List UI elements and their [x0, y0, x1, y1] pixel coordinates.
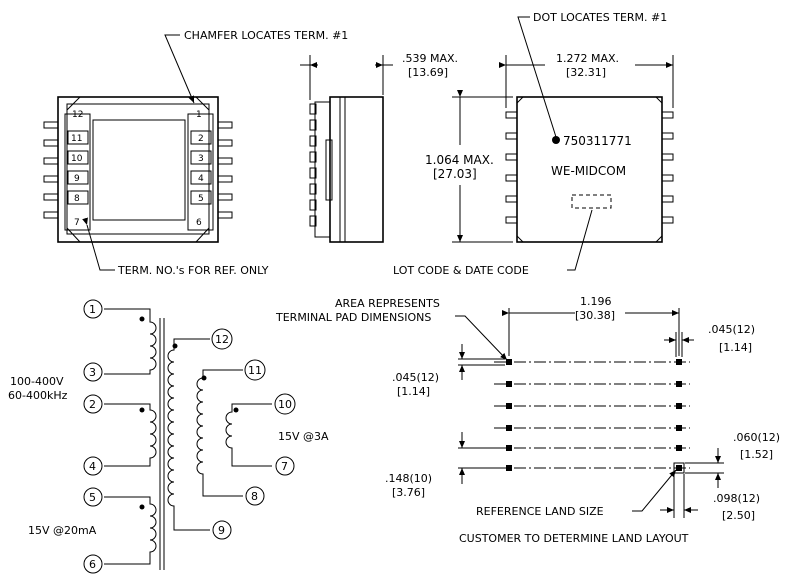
top-width-mm: [32.31]: [566, 66, 606, 79]
input-voltage: 100-400V: [10, 375, 64, 388]
bottom-view-core: [92, 119, 186, 221]
reference-land-note: REFERENCE LAND SIZE: [476, 505, 604, 518]
land-span-in: 1.196: [580, 295, 612, 308]
area-note-1: AREA REPRESENTS: [335, 297, 440, 310]
bottom-view-outline: [57, 96, 219, 243]
bottom-view-inner: [66, 103, 210, 235]
side-view-body: [329, 96, 384, 243]
schematic-pin-label: 1: [89, 303, 96, 316]
land-pads: [506, 359, 682, 471]
pad-height-in: .045(12): [392, 371, 439, 384]
schematic-pin-label: 11: [248, 364, 262, 377]
pad-width-mm: [1.14]: [719, 341, 752, 354]
ref-width-in: .060(12): [733, 431, 780, 444]
schematic-pin-label: 6: [89, 558, 96, 571]
land-span-mm: [30.38]: [575, 309, 615, 322]
schematic-pin-label: 10: [278, 398, 292, 411]
bottom-view-left-pins: [43, 121, 59, 219]
schematic-pin-label: 7: [281, 460, 288, 473]
side-view: .539 MAX. [13.69]: [300, 52, 458, 243]
bottom-pin-label: 3: [198, 154, 204, 164]
ref-length-in: .098(12): [713, 492, 760, 505]
part-number: 750311771: [563, 134, 632, 148]
schematic-pin-label: 4: [89, 460, 96, 473]
bottom-view: 12 11 10 9 8 7 1 2 3 4 5 6 CHAMFER LOCAT…: [43, 29, 348, 277]
area-note-2: TERMINAL PAD DIMENSIONS: [275, 311, 431, 324]
schematic-pin-label: 2: [89, 398, 96, 411]
bottom-pin-label: 12: [72, 110, 83, 120]
output-1-rating: 15V @3A: [278, 430, 329, 443]
output-2-rating: 15V @20mA: [28, 524, 97, 537]
input-frequency: 60-400kHz: [8, 389, 68, 402]
top-view: 750311771 WE-MIDCOM DOT LOCATES TERM. #1…: [393, 11, 674, 277]
bottom-pin-label: 7: [74, 218, 80, 228]
top-view-pins: [505, 111, 674, 224]
ref-width-mm: [1.52]: [740, 448, 773, 461]
side-height-in: .539 MAX.: [402, 52, 458, 65]
top-width-in: 1.272 MAX.: [556, 52, 619, 65]
top-length-mm: [27.03]: [433, 167, 477, 181]
pitch-mm: [3.76]: [392, 486, 425, 499]
schematic-pin-label: 5: [89, 491, 96, 504]
side-height-mm: [13.69]: [408, 66, 448, 79]
schematic-pin-label: 3: [89, 366, 96, 379]
top-length-in: 1.064 MAX.: [425, 153, 494, 167]
bottom-pin-label: 1: [196, 110, 202, 120]
pad-width-in: .045(12): [708, 323, 755, 336]
term-ref-note: TERM. NO.'s FOR REF. ONLY: [117, 264, 269, 277]
customer-land-note: CUSTOMER TO DETERMINE LAND LAYOUT: [459, 532, 689, 545]
chamfer-note: CHAMFER LOCATES TERM. #1: [184, 29, 348, 42]
land-pattern: 1.196 [30.38] AREA REPRESENTS TERMINAL P…: [275, 295, 780, 545]
bottom-pin-label: 5: [198, 194, 204, 204]
brand-label: WE-MIDCOM: [551, 164, 626, 178]
bottom-pin-label: 2: [198, 134, 204, 144]
bottom-pin-label: 10: [71, 154, 83, 164]
schematic-pin-label: 12: [215, 333, 229, 346]
lot-code-area: [571, 194, 612, 209]
pin1-dot-icon: [552, 136, 560, 144]
bottom-pin-label: 6: [196, 218, 202, 228]
reference-land-box: [673, 462, 685, 474]
schematic-pin-label: 8: [251, 490, 258, 503]
bottom-view-right-pins: [217, 121, 233, 219]
schematic: 1 2 3 4 5 6 7 8 9 10 11 12 100-400V 60-4…: [8, 299, 329, 574]
bottom-pin-label: 8: [74, 194, 80, 204]
bottom-pin-label: 9: [74, 174, 80, 184]
bottom-pin-label: 4: [198, 174, 204, 184]
top-view-outline: [516, 96, 663, 243]
bottom-pin-label: 11: [71, 134, 82, 144]
lot-code-note: LOT CODE & DATE CODE: [393, 264, 529, 277]
pitch-in: .148(10): [385, 472, 432, 485]
ref-length-mm: [2.50]: [722, 509, 755, 522]
schematic-pin-label: 9: [218, 524, 225, 537]
pad-height-mm: [1.14]: [397, 385, 430, 398]
dot-note: DOT LOCATES TERM. #1: [533, 11, 667, 24]
